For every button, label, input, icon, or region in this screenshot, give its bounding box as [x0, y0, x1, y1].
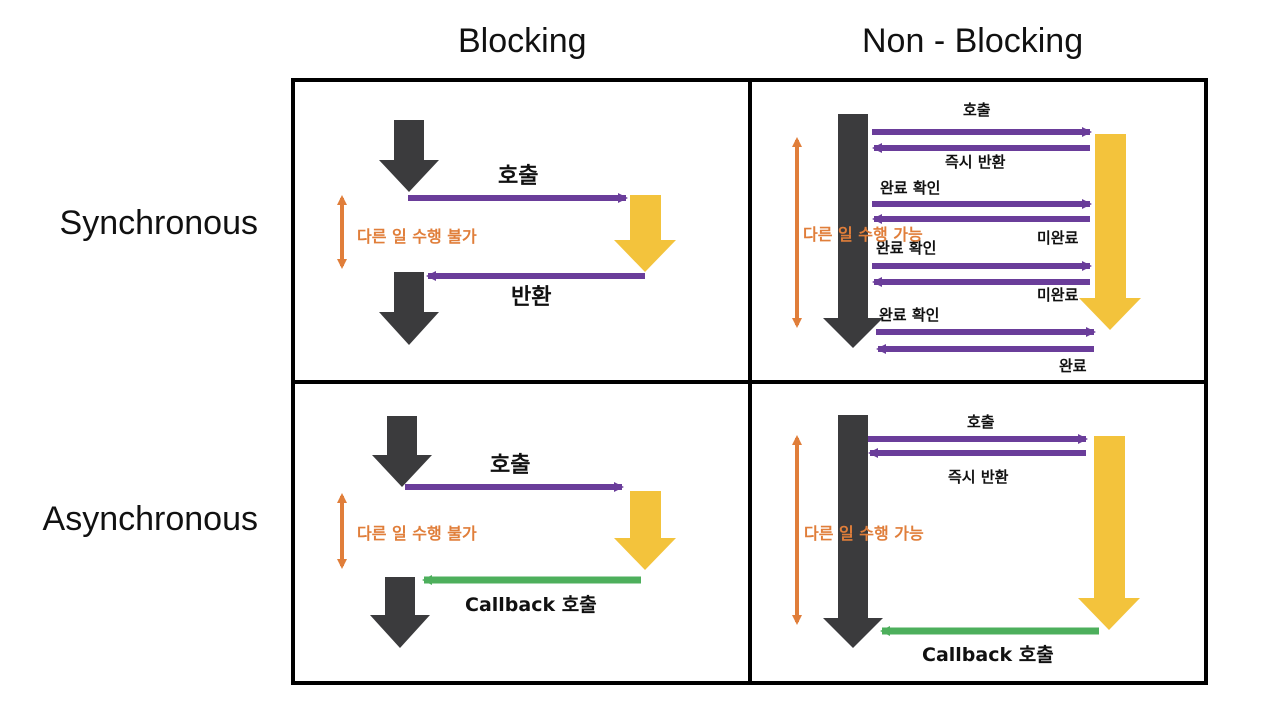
label-call: 호출: [963, 101, 991, 119]
down-arrow-icon: [823, 415, 883, 648]
label-callback-call: Callback 호출: [922, 644, 1054, 666]
label-done: 완료: [1059, 357, 1087, 375]
label-callback-call: Callback 호출: [465, 594, 597, 616]
label-call: 호출: [967, 413, 995, 431]
label-check-done: 완료 확인: [880, 179, 941, 197]
down-arrow-icon: [372, 416, 432, 487]
label-cannot-do-other: 다른 일 수행 불가: [357, 227, 477, 246]
down-arrow-icon: [614, 195, 676, 272]
label-check-done: 완료 확인: [876, 239, 937, 257]
label-call: 호출: [490, 453, 531, 478]
label-can-do-other: 다른 일 수행 가능: [804, 524, 924, 543]
quadrant-blocking-asynchronous: [337, 416, 676, 648]
column-header-non-blocking: Non - Blocking: [862, 22, 1084, 60]
label-cannot-do-other: 다른 일 수행 불가: [357, 524, 477, 543]
label-immediate-return: 즉시 반환: [948, 468, 1009, 486]
down-arrow-icon: [379, 272, 439, 345]
down-arrow-icon: [614, 491, 676, 570]
down-arrow-icon: [1078, 436, 1140, 630]
down-arrow-icon: [823, 114, 883, 348]
label-check-done: 완료 확인: [879, 306, 940, 324]
row-header-asynchronous: Asynchronous: [42, 500, 258, 538]
down-arrow-icon: [370, 577, 430, 648]
quadrant-blocking-synchronous: [337, 120, 676, 345]
quadrant-non-blocking-synchronous: [792, 114, 1141, 354]
quadrant-non-blocking-asynchronous: [792, 415, 1140, 648]
column-header-blocking: Blocking: [458, 22, 587, 60]
label-immediate-return: 즉시 반환: [945, 153, 1006, 171]
label-return: 반환: [511, 285, 552, 310]
down-arrow-icon: [379, 120, 439, 192]
down-arrow-icon: [1079, 134, 1141, 330]
label-call: 호출: [498, 164, 539, 189]
row-header-synchronous: Synchronous: [59, 204, 258, 242]
label-not-done: 미완료: [1037, 286, 1079, 304]
label-can-do-other: 다른 일 수행 가능: [803, 225, 923, 244]
label-not-done: 미완료: [1037, 229, 1079, 247]
